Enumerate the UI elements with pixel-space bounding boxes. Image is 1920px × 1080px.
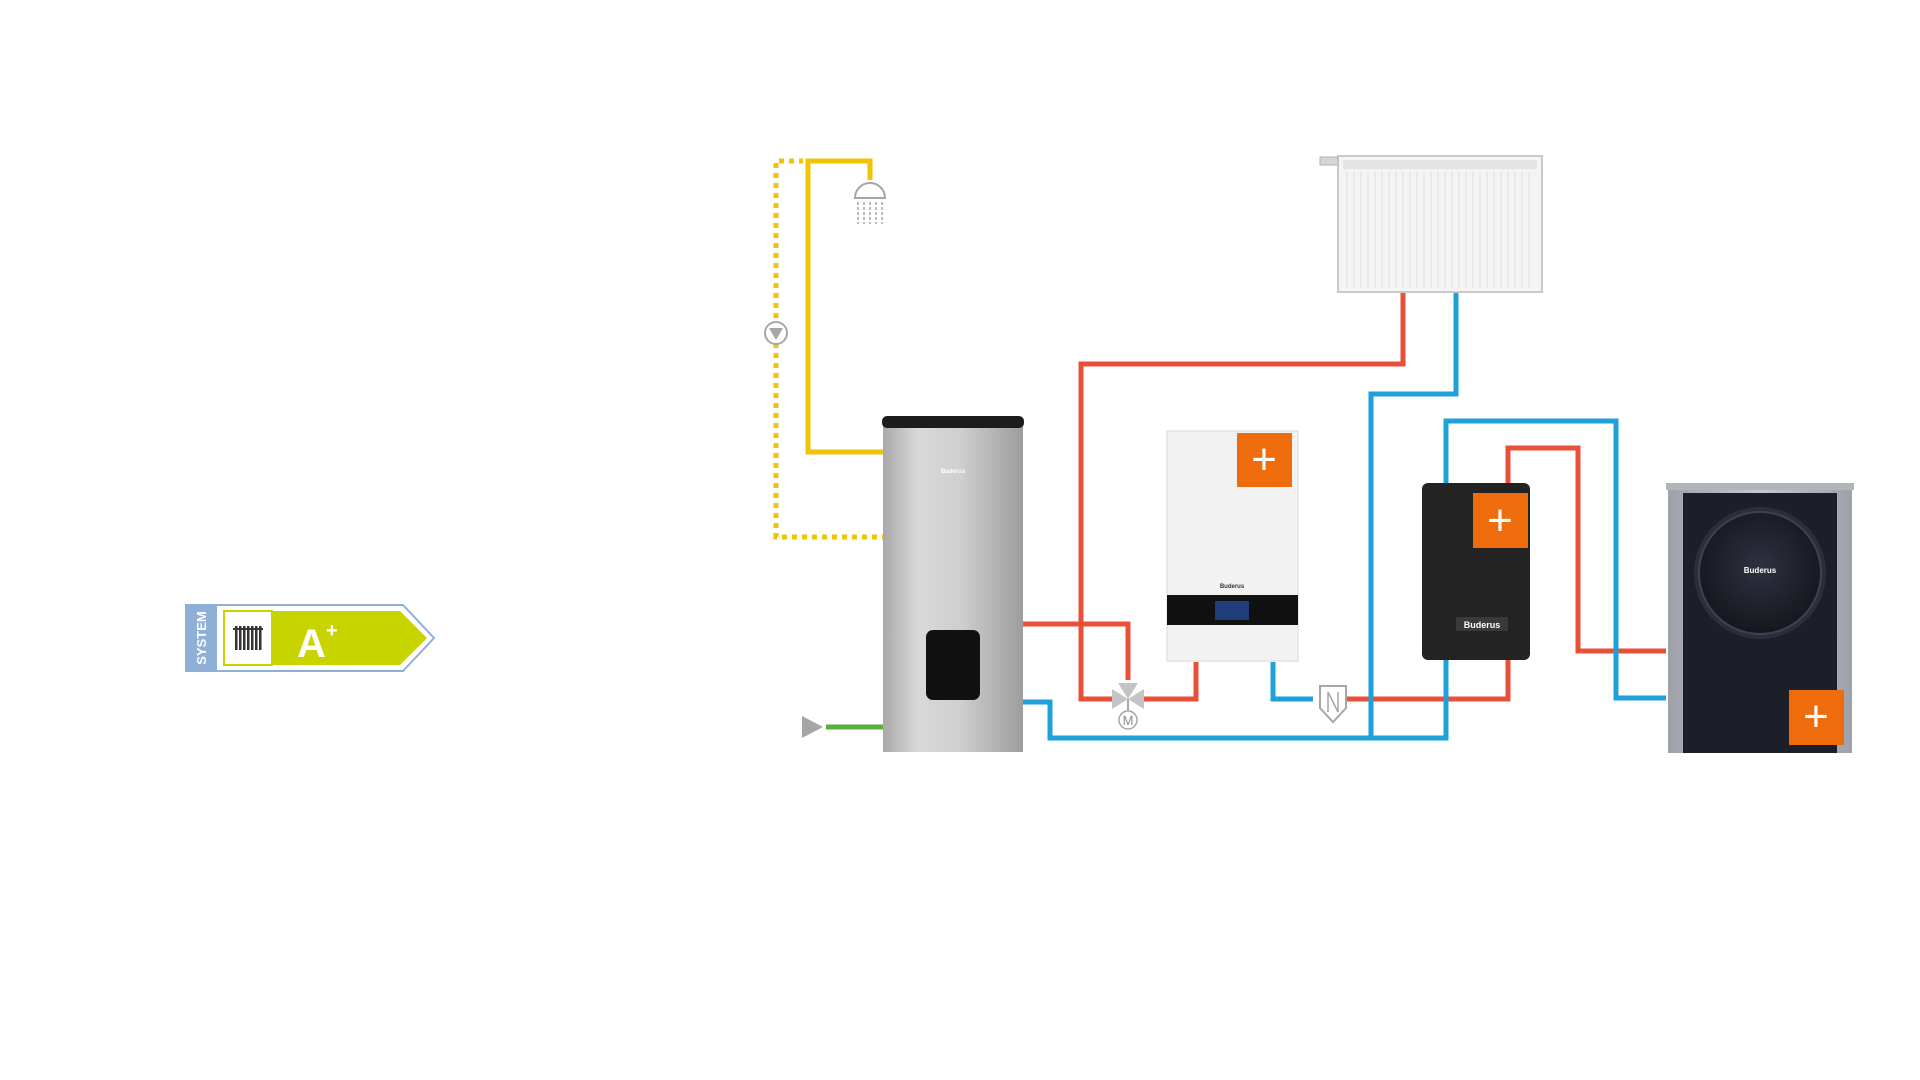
valve-motor-label: M <box>1123 713 1134 728</box>
three-way-mixing-valve-icon[interactable]: M <box>1112 683 1144 730</box>
check-valve-body <box>1319 685 1347 724</box>
heatpump-flow-pipe <box>1345 655 1511 702</box>
outdoor-unit-fan <box>1698 511 1822 635</box>
outdoor-unit-logo: Buderus <box>1744 566 1777 575</box>
boiler-logo: Buderus <box>1220 584 1245 590</box>
shower-head <box>853 182 887 199</box>
main-return-pipe <box>1023 658 1449 741</box>
flow-pipes <box>1023 291 1666 702</box>
radiator-icon-fin <box>247 626 250 650</box>
radiator-icon-fin <box>235 626 238 650</box>
radiator-fins <box>1346 172 1530 288</box>
boiler-flow-pipe <box>1144 662 1199 702</box>
boiler-plus-button[interactable]: + <box>1237 433 1292 487</box>
radiator-icon-fin <box>251 626 254 650</box>
return-pipes <box>1023 291 1666 741</box>
valve-top <box>1118 683 1138 699</box>
energy-label-class-arrow <box>224 611 427 665</box>
radiator-icon-bar <box>233 628 263 630</box>
valve-left <box>1112 689 1128 709</box>
boiler-return-pipe <box>1270 662 1313 702</box>
radiator-body <box>1337 155 1543 293</box>
radiator-icon-fin <box>239 626 242 650</box>
indoor-unit-plus-bg <box>1473 493 1528 548</box>
hot-water-circuit <box>773 158 887 540</box>
radiator-return-pipe <box>1368 291 1459 738</box>
shower-icon <box>853 182 887 224</box>
heatpump-return-pipe <box>1443 418 1666 701</box>
tank-cap <box>882 416 1024 428</box>
check-valve-mark <box>1327 691 1339 713</box>
radiator-top-grille <box>1343 160 1537 169</box>
cold-water-inlet <box>802 716 887 738</box>
circulation-pump-icon[interactable] <box>764 321 788 345</box>
tank-logo: Buderus <box>941 469 966 475</box>
valve-right <box>1128 689 1144 709</box>
tank-to-valve-flow-pipe <box>1023 621 1131 680</box>
heat-pump-outdoor-unit[interactable]: Buderus <box>1666 483 1854 753</box>
hot-water-storage-tank[interactable]: Buderus <box>882 416 1024 752</box>
circulation-pipe <box>773 158 887 540</box>
tank-inspection-hatch <box>926 630 980 700</box>
boiler-plus-bg <box>1237 433 1292 487</box>
indoor-unit-plus-button[interactable]: + <box>1473 493 1528 548</box>
radiator-icon <box>233 626 263 650</box>
check-valve-icon[interactable] <box>1319 685 1347 724</box>
energy-label-class-sup: + <box>326 620 338 642</box>
boiler-plus-label: + <box>1251 435 1277 484</box>
outdoor-unit-plus-bg <box>1789 690 1844 745</box>
energy-label-class-letter: A <box>297 622 326 666</box>
energy-label-side-bar <box>186 605 217 671</box>
outdoor-unit-plus-label: + <box>1803 692 1829 741</box>
hot-water-pipe <box>805 158 887 455</box>
pump-arrow <box>769 328 783 340</box>
indoor-unit-logo-bg <box>1456 617 1508 631</box>
indoor-unit-plus-label: + <box>1487 496 1513 545</box>
radiator[interactable] <box>1319 155 1543 293</box>
shower-drops <box>857 202 883 224</box>
boiler-display <box>1215 601 1249 620</box>
cold-water-inlet-arrow-icon <box>802 716 823 738</box>
radiator-icon-fin <box>243 626 246 650</box>
radiator-icon-fin <box>255 626 258 650</box>
valve-motor-icon <box>1118 710 1138 730</box>
outdoor-flow-pipe <box>1505 445 1666 654</box>
radiator-flow-pipe <box>1078 291 1406 702</box>
energy-efficiency-label[interactable]: SYSTEM A + <box>185 604 436 672</box>
radiator-valve-icon <box>1319 156 1339 166</box>
radiator-icon-fin <box>259 626 262 650</box>
energy-label-side-text: SYSTEM <box>194 611 209 664</box>
outdoor-unit-top <box>1666 483 1854 490</box>
indoor-unit-logo: Buderus <box>1464 620 1501 630</box>
outdoor-unit-plus-button[interactable]: + <box>1789 690 1844 745</box>
